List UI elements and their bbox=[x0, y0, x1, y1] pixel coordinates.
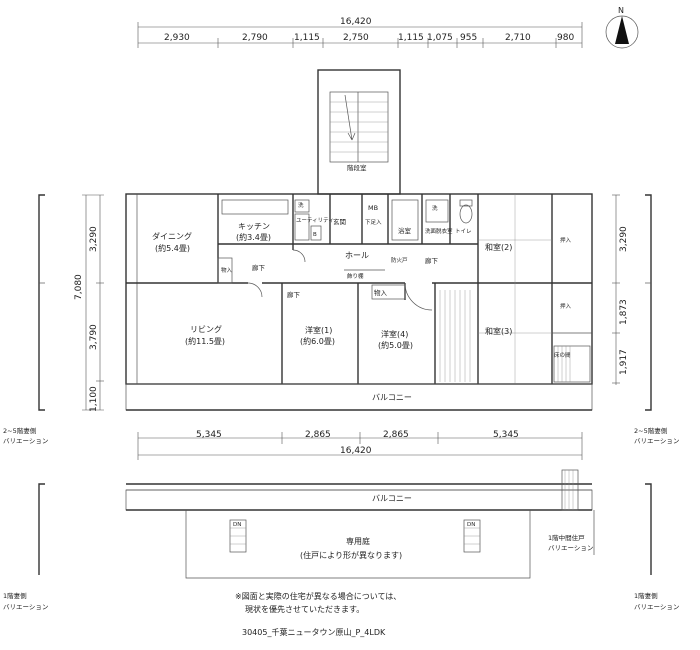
right-dimensions: 3,290 1,873 1,917 bbox=[612, 194, 629, 385]
dim-seg-2: 2,790 bbox=[242, 33, 268, 43]
tokonoma-label: 床の間 bbox=[554, 351, 571, 359]
north-compass-icon: N bbox=[605, 6, 639, 49]
dn-right-label: DN bbox=[467, 522, 475, 528]
storage-left: 物入 bbox=[221, 266, 233, 274]
dim-seg-6: 1,075 bbox=[427, 33, 453, 43]
dim-seg-8: 2,710 bbox=[505, 33, 531, 43]
bottom-dimensions: 5,345 2,865 2,865 5,345 16,420 bbox=[137, 430, 583, 460]
room-wa3: 和室(3) bbox=[485, 326, 512, 336]
room-living: リビング bbox=[190, 324, 222, 334]
note-line-2: 現状を優先させていただきます。 bbox=[245, 604, 364, 614]
compass-north-label: N bbox=[618, 6, 624, 15]
dim-seg-4: 2,750 bbox=[343, 33, 369, 43]
dim-seg-7: 955 bbox=[460, 33, 477, 43]
hall-label: ホール bbox=[345, 251, 369, 260]
bottom-dim-1: 5,345 bbox=[196, 430, 222, 440]
storage-mid: 物入 bbox=[374, 288, 388, 297]
room-dining: ダイニング bbox=[152, 231, 192, 241]
room-yo1: 洋室(1) bbox=[305, 325, 332, 335]
stairwell-label: 階段室 bbox=[347, 163, 367, 172]
washroom-label: 洗面脱衣室 bbox=[425, 227, 453, 235]
corridor-left: 廊下 bbox=[252, 263, 266, 272]
kazaridana-label: 飾り棚 bbox=[347, 272, 364, 280]
room-yo4-size: (約5.0畳) bbox=[378, 340, 413, 350]
room-yo1-size: (約6.0畳) bbox=[300, 336, 335, 346]
balcony-lower-label: バルコニー bbox=[372, 494, 412, 503]
variation-right-mid-2: バリエーション bbox=[548, 544, 593, 552]
variation-right-mid-1: 1階中間住戸 bbox=[548, 533, 585, 542]
entrance-label: 玄関 bbox=[333, 217, 346, 226]
top-total-dimension: 16,420 bbox=[340, 17, 372, 27]
right-dim-1: 3,290 bbox=[619, 226, 629, 252]
variation-right-top-1: 2~5階妻側 bbox=[634, 426, 668, 435]
room-kitchen: キッチン bbox=[238, 222, 270, 231]
garden-note: (住戸により形が異なります) bbox=[300, 550, 402, 560]
variation-left-bottom-1: 1階妻側 bbox=[3, 591, 27, 600]
dim-seg-9: 980 bbox=[557, 33, 574, 43]
toilet-label: トイレ bbox=[455, 229, 472, 235]
b-label: B bbox=[313, 232, 317, 238]
caption: 30405_千葉ニュータウン原山_P_4LDK bbox=[242, 627, 386, 637]
note-line-1: ※図面と実際の住宅が異なる場合については、 bbox=[235, 591, 401, 601]
room-living-size: (約11.5畳) bbox=[185, 336, 225, 346]
top-dimensions: 16,420 2,930 2,790 1,115 2,750 1,115 1,0… bbox=[137, 17, 583, 48]
bath-label: 浴室 bbox=[398, 226, 412, 235]
lower-plan bbox=[125, 469, 593, 579]
left-dim-3: 1,100 bbox=[89, 386, 99, 412]
garden-label: 専用庭 bbox=[346, 536, 370, 546]
variation-left-top-1: 2~5階妻側 bbox=[3, 426, 37, 435]
variation-right-bottom-2: バリエーション bbox=[634, 603, 679, 611]
corridor-mid: 廊下 bbox=[287, 290, 301, 299]
room-kitchen-size: (約3.4畳) bbox=[236, 232, 271, 242]
room-yo4: 洋室(4) bbox=[381, 329, 408, 339]
dn-left-label: DN bbox=[233, 522, 241, 528]
room-wa2: 和室(2) bbox=[485, 242, 512, 252]
firewall-label: 防火戸 bbox=[391, 256, 408, 264]
stairwell: 階段室 bbox=[317, 69, 401, 195]
variation-right-top-2: バリエーション bbox=[634, 437, 679, 445]
right-dim-2: 1,873 bbox=[619, 299, 629, 325]
left-dimensions: 7,080 3,290 3,790 1,100 bbox=[74, 194, 104, 412]
shoebox-label: 下足入 bbox=[365, 219, 382, 226]
dim-seg-5: 1,115 bbox=[398, 33, 424, 43]
variation-left-bottom-2: バリエーション bbox=[3, 603, 48, 611]
bottom-dim-4: 5,345 bbox=[493, 430, 519, 440]
right-dim-3: 1,917 bbox=[619, 349, 629, 375]
left-total-dimension: 7,080 bbox=[74, 274, 84, 300]
dim-seg-3: 1,115 bbox=[294, 33, 320, 43]
bottom-dim-2: 2,865 bbox=[305, 430, 331, 440]
mb-label: MB bbox=[368, 204, 378, 212]
room-dining-size: (約5.4畳) bbox=[155, 243, 190, 253]
variation-left-top-2: バリエーション bbox=[3, 437, 48, 445]
bottom-total-dimension: 16,420 bbox=[340, 446, 372, 456]
utility-label: ユーティリティー bbox=[296, 217, 339, 224]
oshiire-upper: 押入 bbox=[560, 236, 572, 244]
balcony-upper-label: バルコニー bbox=[372, 393, 412, 402]
left-dim-2: 3,790 bbox=[89, 324, 99, 350]
tatami-area bbox=[439, 194, 591, 384]
washer-label: 洗 bbox=[432, 204, 438, 212]
side-variation-bottom bbox=[38, 483, 652, 575]
main-walls bbox=[125, 193, 593, 385]
bottom-dim-3: 2,865 bbox=[383, 430, 409, 440]
kitchen-washer-label: 洗 bbox=[298, 201, 304, 209]
variation-right-bottom-1: 1階妻側 bbox=[634, 591, 658, 600]
left-dim-1: 3,290 bbox=[89, 226, 99, 252]
side-variation-top bbox=[38, 194, 652, 411]
corridor-right: 廊下 bbox=[425, 256, 439, 265]
oshiire-lower: 押入 bbox=[560, 302, 572, 310]
dim-seg-1: 2,930 bbox=[164, 33, 190, 43]
balcony-upper bbox=[125, 383, 593, 411]
